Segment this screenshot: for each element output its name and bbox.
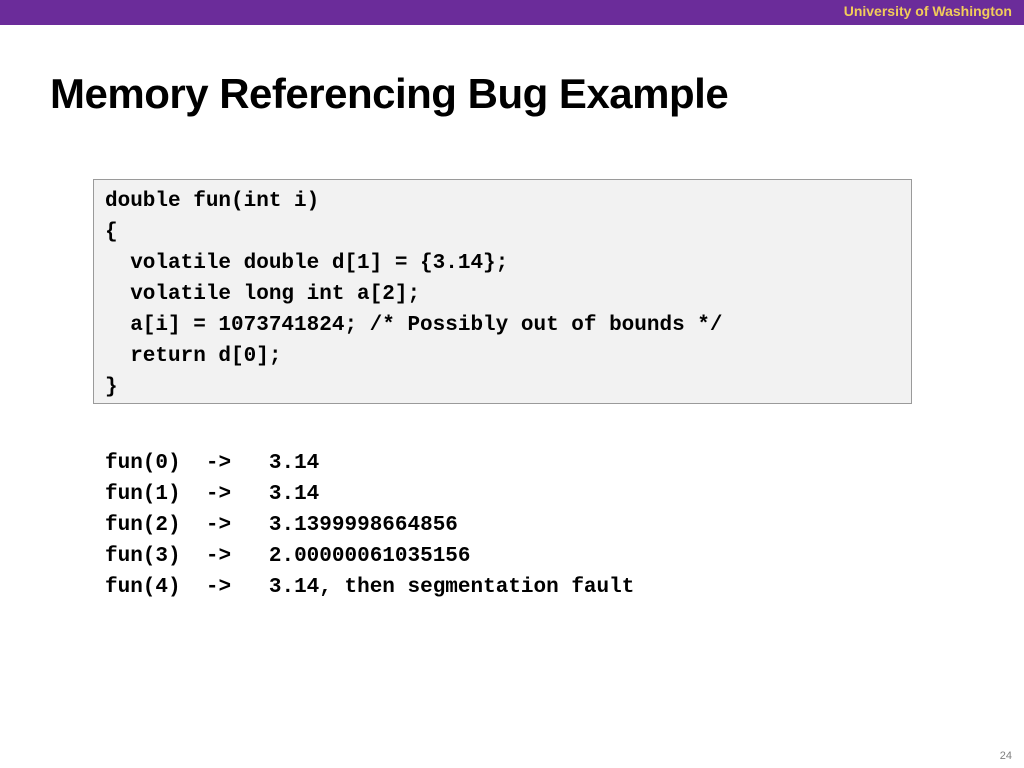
- result-call: fun(2): [105, 514, 181, 537]
- code-line: return d[0];: [105, 345, 282, 368]
- result-value: 2.00000061035156: [268, 545, 471, 568]
- code-lines: double fun(int i) { volatile double d[1]…: [105, 186, 723, 403]
- result-line: fun(1) -> 3.14: [105, 479, 634, 510]
- result-arrow: ->: [205, 576, 232, 599]
- result-value: 3.1399998664856: [268, 514, 458, 537]
- code-line: a[i] = 1073741824; /* Possibly out of bo…: [105, 314, 723, 337]
- result-call: fun(1): [105, 483, 181, 506]
- slide-title: Memory Referencing Bug Example: [50, 70, 729, 117]
- code-line: volatile double d[1] = {3.14};: [105, 252, 509, 275]
- results-list: fun(0) -> 3.14 fun(1) -> 3.14 fun(2) -> …: [105, 448, 634, 603]
- header-bar: University of Washington: [0, 0, 1024, 25]
- result-arrow: ->: [205, 545, 232, 568]
- result-value: 3.14: [268, 483, 320, 506]
- code-line: double fun(int i): [105, 190, 320, 213]
- result-call: fun(4): [105, 576, 181, 599]
- result-call: fun(3): [105, 545, 181, 568]
- page-number: 24: [999, 750, 1012, 762]
- result-call: fun(0): [105, 452, 181, 475]
- result-line: fun(3) -> 2.00000061035156: [105, 541, 634, 572]
- code-block: double fun(int i) { volatile double d[1]…: [93, 179, 912, 404]
- result-line: fun(2) -> 3.1399998664856: [105, 510, 634, 541]
- code-line: }: [105, 376, 118, 399]
- result-arrow: ->: [205, 483, 232, 506]
- code-line: volatile long int a[2];: [105, 283, 421, 306]
- result-line: fun(0) -> 3.14: [105, 448, 634, 479]
- result-value: 3.14: [268, 452, 320, 475]
- result-value: 3.14, then segmentation fault: [268, 576, 635, 599]
- institution-name: University of Washington: [843, 3, 1012, 19]
- code-line: {: [105, 221, 118, 244]
- result-arrow: ->: [205, 514, 232, 537]
- result-line: fun(4) -> 3.14, then segmentation fault: [105, 572, 634, 603]
- result-arrow: ->: [205, 452, 232, 475]
